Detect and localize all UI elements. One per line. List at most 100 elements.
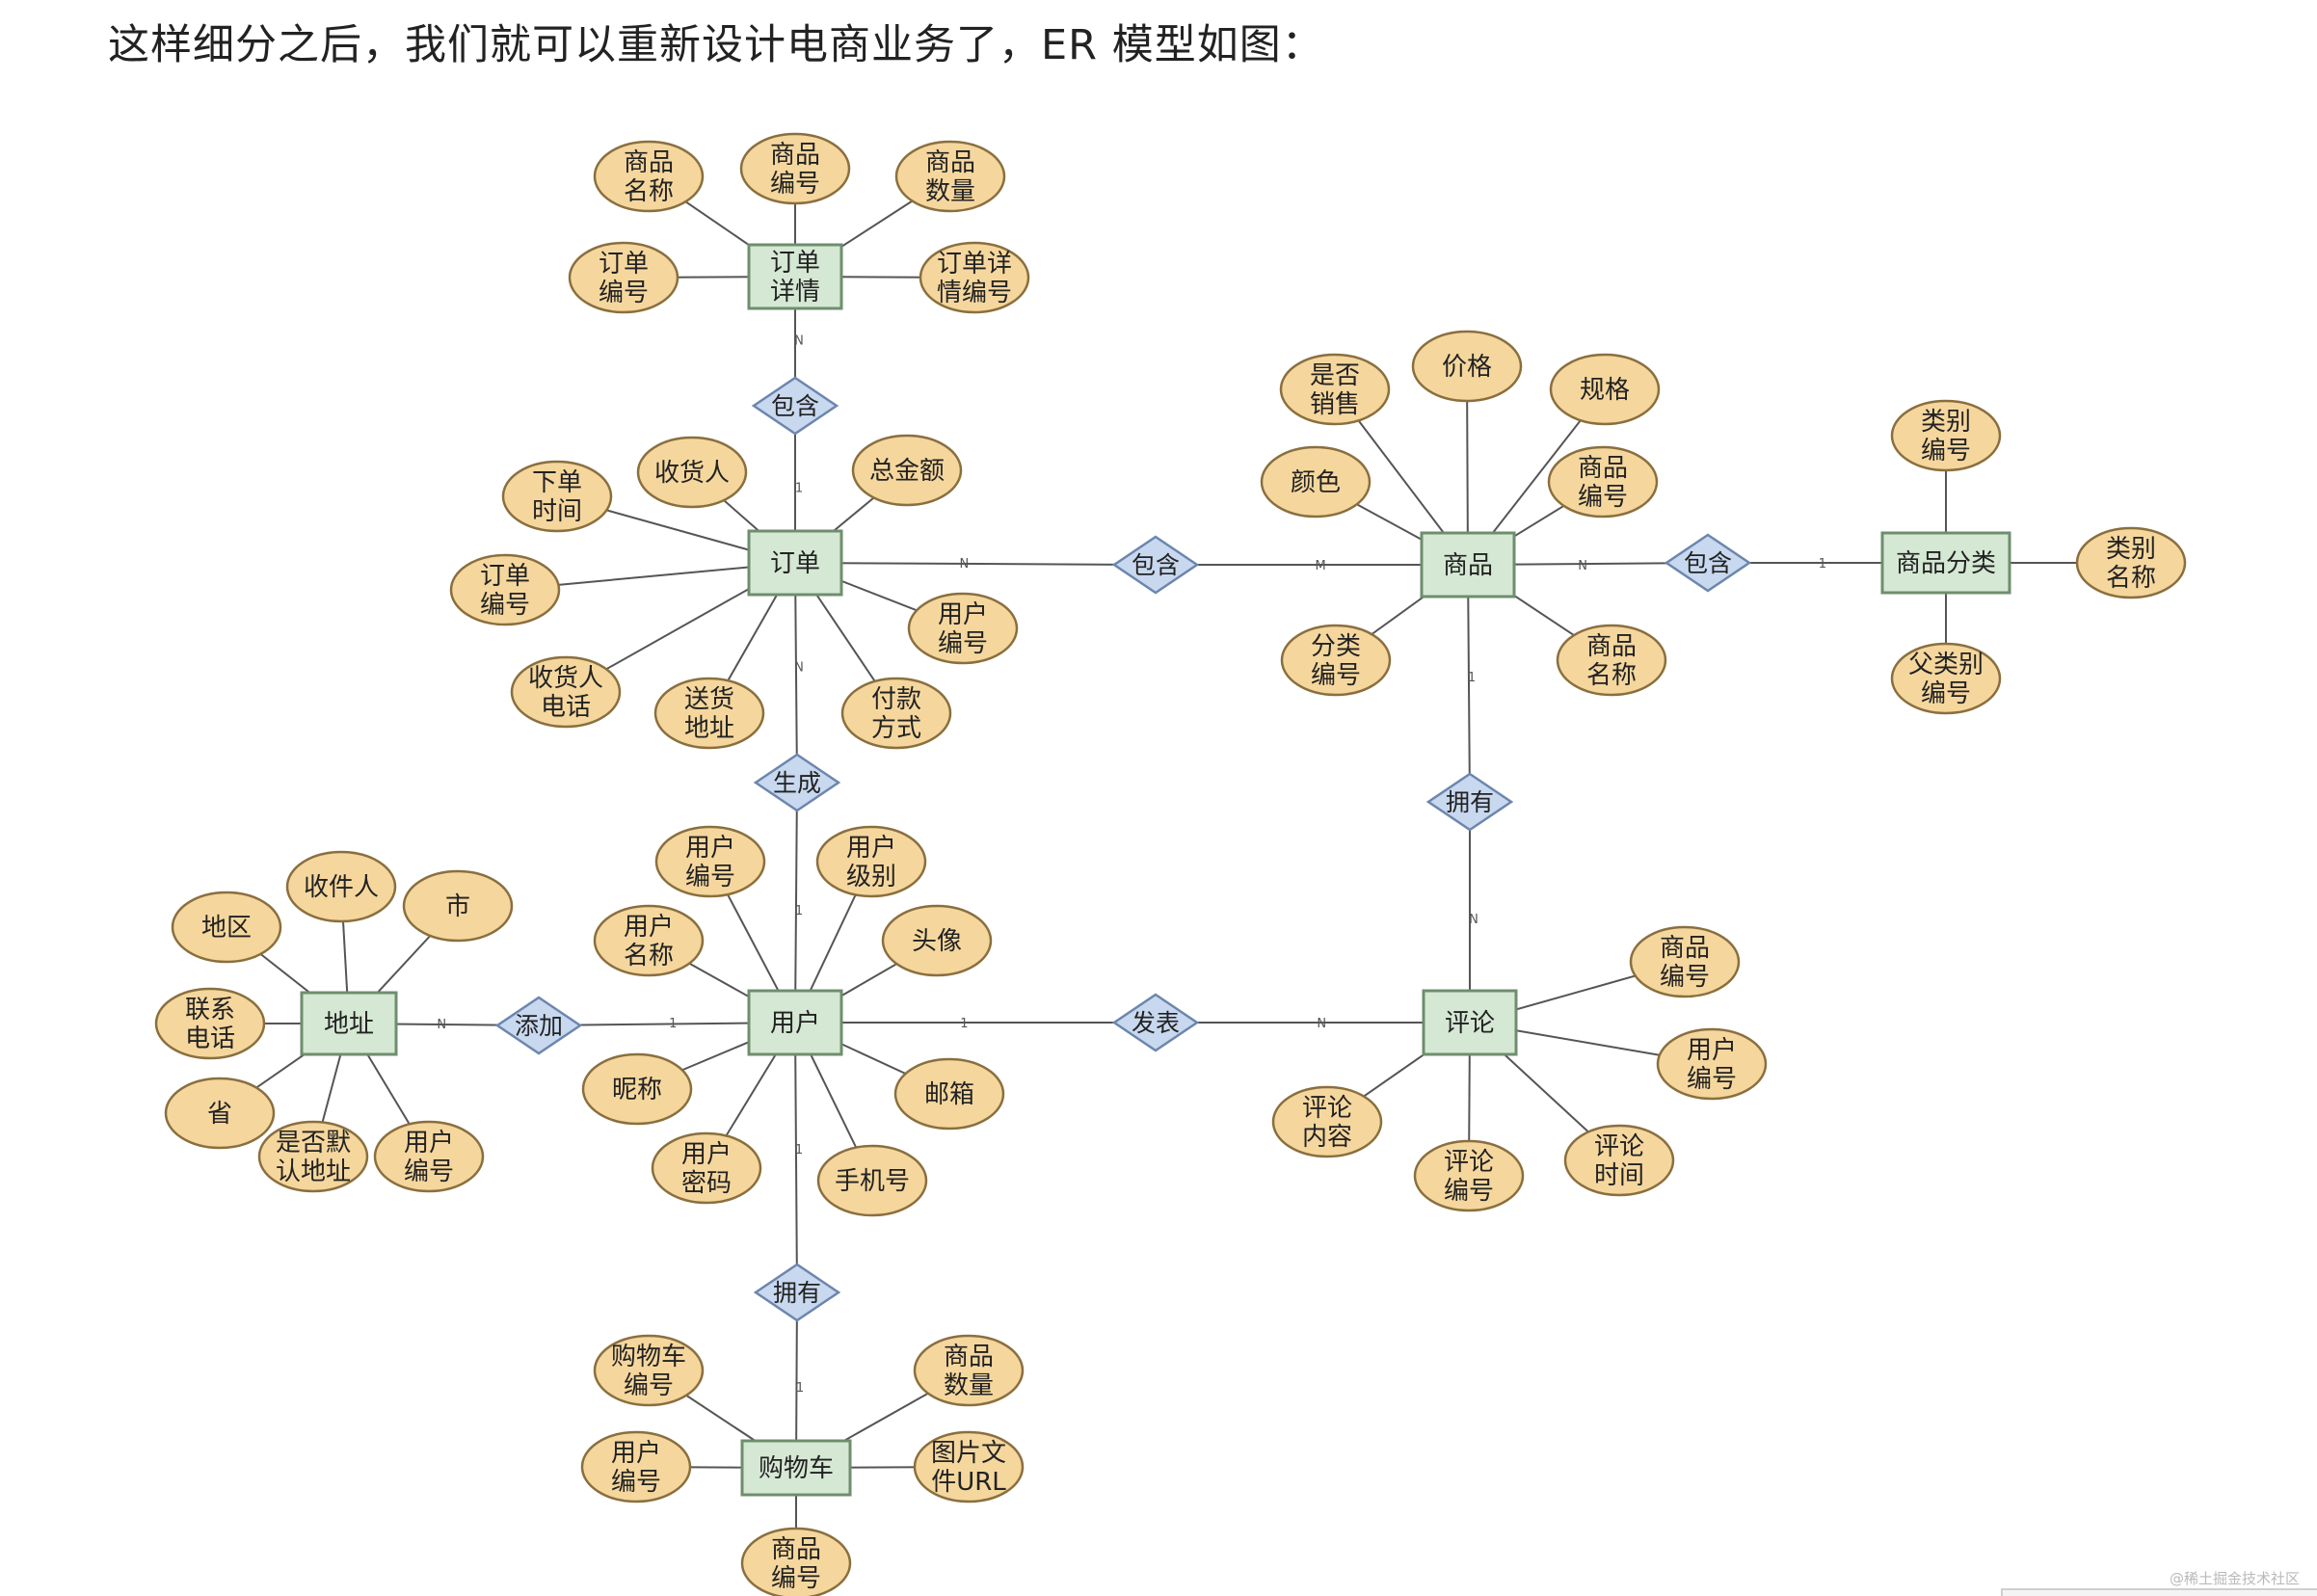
attribute-ellipse: 用户编号 xyxy=(580,1430,692,1503)
entity-label: 商品 xyxy=(1443,551,1493,580)
attribute-ellipse: 用户编号 xyxy=(373,1120,485,1193)
diagram-shapes: 商品名称商品编号商品数量订单编号订单详情编号下单时间收货人总金额订单编号用户编号… xyxy=(154,132,2187,1596)
attribute-label: 收货人 xyxy=(654,459,730,488)
relationship-connector xyxy=(1467,564,1471,803)
attribute-label: 联系电话 xyxy=(185,996,235,1053)
attribute-ellipse: 手机号 xyxy=(816,1144,928,1217)
attribute-label: 购物车编号 xyxy=(611,1343,686,1400)
attribute-ellipse: 联系电话 xyxy=(154,987,266,1060)
attribute-ellipse: 用户编号 xyxy=(654,825,766,898)
cardinality-label: N xyxy=(437,1018,446,1032)
attribute-ellipse: 头像 xyxy=(881,904,993,977)
window-edge-bar xyxy=(2001,1588,2317,1596)
attribute-label: 用户编号 xyxy=(938,600,988,658)
attribute-label: 价格 xyxy=(1442,353,1492,382)
attribute-ellipse: 订单详情编号 xyxy=(919,241,1030,314)
attribute-label: 商品名称 xyxy=(624,148,674,206)
attribute-label: 用户编号 xyxy=(685,834,735,891)
entity-box: 用户 xyxy=(747,989,843,1056)
attribute-ellipse: 收件人 xyxy=(285,850,397,923)
attribute-label: 订单详情编号 xyxy=(937,250,1012,307)
relationship-label: 拥有 xyxy=(1446,788,1494,816)
attribute-label: 评论内容 xyxy=(1302,1094,1352,1152)
attribute-label: 头像 xyxy=(912,927,962,956)
attribute-label: 用户密码 xyxy=(681,1140,732,1198)
attribute-ellipse: 总金额 xyxy=(851,434,963,507)
attribute-ellipse: 用户编号 xyxy=(907,592,1019,665)
attribute-ellipse: 规格 xyxy=(1549,353,1661,426)
attribute-ellipse: 商品编号 xyxy=(739,132,851,205)
relationship-connector xyxy=(794,782,798,1024)
attribute-ellipse: 用户密码 xyxy=(651,1131,762,1205)
attribute-ellipse: 收货人 xyxy=(636,436,748,509)
attribute-ellipse: 图片文件URL xyxy=(913,1430,1025,1503)
attribute-ellipse: 商品编号 xyxy=(1629,925,1741,998)
attribute-label: 商品编号 xyxy=(1578,454,1628,512)
cardinality-label: N xyxy=(794,661,804,676)
attribute-ellipse: 价格 xyxy=(1411,330,1523,403)
relationship-connector xyxy=(794,562,1157,566)
cardinality-label: N xyxy=(1317,1017,1326,1031)
attribute-label: 评论编号 xyxy=(1444,1148,1494,1206)
relationship-diamond: 包含 xyxy=(1664,533,1752,593)
attribute-ellipse: 评论时间 xyxy=(1563,1124,1675,1197)
relationship-diamond: 生成 xyxy=(753,753,841,812)
entity-box: 订单详情 xyxy=(747,243,843,310)
attribute-ellipse: 分类编号 xyxy=(1280,624,1392,697)
relationship-diamond: 拥有 xyxy=(1425,772,1514,832)
attribute-label: 是否销售 xyxy=(1310,361,1360,419)
page-heading: 这样细分之后，我们就可以重新设计电商业务了，ER 模型如图： xyxy=(108,21,1324,69)
entity-label: 订单 xyxy=(770,549,820,578)
attribute-label: 订单编号 xyxy=(599,250,649,307)
cardinality-label: N xyxy=(1469,913,1478,927)
attribute-ellipse: 商品名称 xyxy=(593,140,705,213)
attribute-label: 商品名称 xyxy=(1586,632,1637,690)
attribute-label: 是否默认地址 xyxy=(276,1129,351,1186)
attribute-ellipse: 省 xyxy=(164,1077,276,1150)
entity-label: 订单详情 xyxy=(770,249,820,306)
relationship-label: 拥有 xyxy=(773,1279,821,1307)
relationship-label: 包含 xyxy=(771,392,819,420)
attribute-label: 分类编号 xyxy=(1311,632,1361,690)
attribute-label: 送货地址 xyxy=(684,685,734,743)
cardinality-label: 1 xyxy=(796,1381,804,1396)
attribute-label: 商品编号 xyxy=(771,1535,821,1593)
entity-box: 地址 xyxy=(300,991,398,1056)
attribute-label: 用户级别 xyxy=(846,834,896,891)
attribute-label: 用户编号 xyxy=(1687,1036,1737,1094)
entity-box: 商品分类 xyxy=(1880,531,2011,595)
attribute-ellipse: 评论内容 xyxy=(1271,1085,1383,1158)
relationship-diamond: 拥有 xyxy=(753,1263,841,1322)
attribute-label: 商品数量 xyxy=(925,148,975,206)
attribute-label: 类别名称 xyxy=(2106,535,2156,593)
attribute-label: 订单编号 xyxy=(480,562,530,620)
cardinality-label: 1 xyxy=(795,1143,803,1157)
entity-label: 评论 xyxy=(1445,1009,1495,1038)
attribute-ellipse: 昵称 xyxy=(581,1052,693,1126)
entity-box: 购物车 xyxy=(740,1439,852,1497)
connector-lines xyxy=(210,169,2131,1563)
entity-box: 评论 xyxy=(1422,989,1518,1056)
attribute-label: 市 xyxy=(445,892,470,921)
attribute-ellipse: 购物车编号 xyxy=(593,1334,705,1407)
attribute-ellipse: 是否销售 xyxy=(1279,353,1391,426)
cardinality-label: N xyxy=(1578,559,1587,573)
attribute-ellipse: 评论编号 xyxy=(1413,1139,1525,1212)
attribute-ellipse: 付款方式 xyxy=(840,677,952,750)
attribute-ellipse: 下单时间 xyxy=(501,460,613,533)
attribute-label: 商品编号 xyxy=(1660,934,1710,992)
attribute-label: 用户编号 xyxy=(611,1439,661,1497)
entity-label: 地址 xyxy=(324,1010,374,1039)
entity-box: 商品 xyxy=(1420,531,1516,598)
attribute-ellipse: 是否默认地址 xyxy=(257,1120,369,1193)
relationship-label: 添加 xyxy=(515,1012,563,1040)
attribute-label: 手机号 xyxy=(835,1167,910,1196)
cardinality-label: 1 xyxy=(669,1017,677,1031)
attribute-label: 用户名称 xyxy=(624,913,674,971)
attribute-ellipse: 用户编号 xyxy=(1656,1027,1768,1101)
attribute-ellipse: 颜色 xyxy=(1260,445,1372,519)
attribute-label: 昵称 xyxy=(612,1076,662,1104)
relationship-connector xyxy=(794,1022,798,1293)
cardinality-label: 1 xyxy=(1819,557,1826,572)
